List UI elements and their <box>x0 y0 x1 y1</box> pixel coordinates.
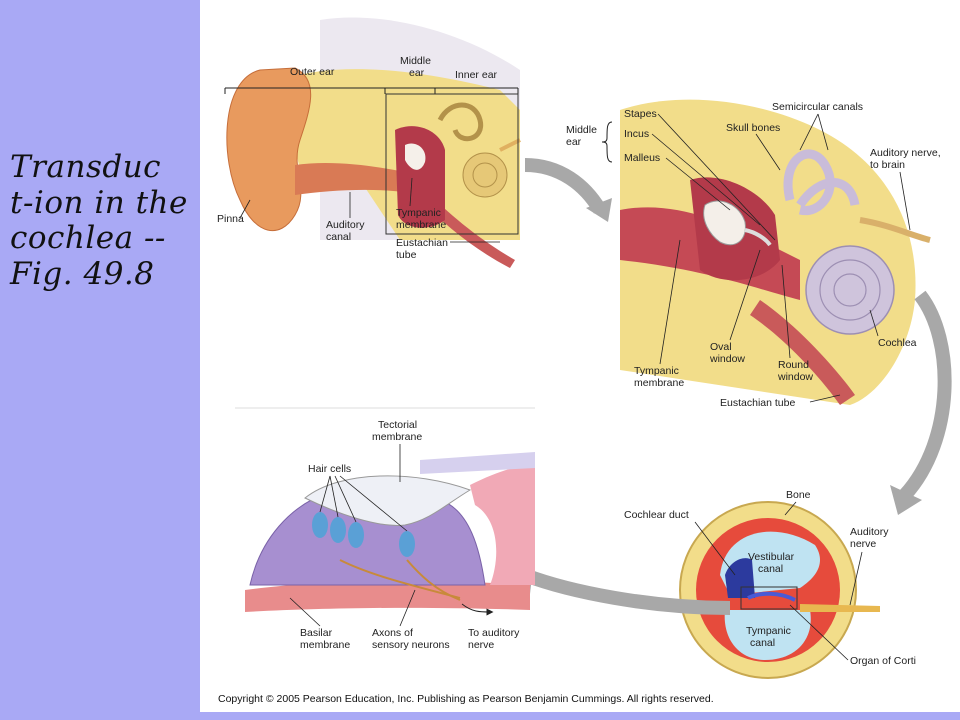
basilar-membrane-shape <box>245 580 530 612</box>
axon-lines <box>339 559 461 599</box>
label-malleus: Malleus <box>624 152 660 164</box>
slide-title-line: Fig. 49.8 <box>10 255 155 292</box>
outer-ear-panel: Outer ear Middle ear Inner ear Pinna Aud… <box>217 17 521 268</box>
ossicles-shape <box>405 143 426 170</box>
label-auditory-nerve-3: nerve <box>850 538 876 550</box>
tectorial-membrane-shape <box>304 475 472 526</box>
label-outer-ear: Outer ear <box>290 66 335 78</box>
label-skull-bones: Skull bones <box>726 122 780 134</box>
ossicle-chain <box>703 200 746 246</box>
auditory-nerve-cross <box>800 604 880 612</box>
label-basilar-membrane: Basilar <box>300 627 333 639</box>
auditory-canal-shape <box>295 162 405 195</box>
pinna-shape <box>226 67 312 232</box>
cochlea-cross-section-panel: Bone Cochlear duct Auditory nerve Vestib… <box>624 489 916 679</box>
slide-title-line: t-ion in the <box>10 184 188 221</box>
slide-title: Transduc t-ion in the cochlea -- Fig. 49… <box>10 149 195 293</box>
organ-inset-box <box>740 586 798 610</box>
figure-canvas: Outer ear Middle ear Inner ear Pinna Aud… <box>200 0 960 712</box>
flow-arrow-2 <box>899 290 952 500</box>
label-vestibular-canal: Vestibular <box>748 551 795 563</box>
hair-cell <box>312 512 328 538</box>
label-cochlear-duct: Cochlear duct <box>624 509 689 521</box>
middle-ear-panel: Middle ear Stapes Incus Malleus Skull bo… <box>566 99 941 409</box>
middle-ear-brace <box>601 121 613 163</box>
label-axons: sensory neurons <box>372 639 450 651</box>
flow-arrow-2-head <box>890 485 922 515</box>
tympanic-canal-shape <box>724 610 811 660</box>
label-tympanic-canal: canal <box>750 637 775 649</box>
label-oval-window: Oval <box>710 341 732 353</box>
label-auditory-canal: Auditory <box>326 219 365 231</box>
label-middle-ear: ear <box>409 67 425 79</box>
cochlea-small <box>462 152 508 198</box>
label-middle-ear-2: ear <box>566 136 582 148</box>
label-axons: Axons of <box>372 627 413 639</box>
flow-arrow-1-head <box>586 198 612 222</box>
label-eustachian-tube: Eustachian <box>396 237 448 249</box>
auditory-nerve-large <box>859 217 931 243</box>
label-auditory-canal: canal <box>326 231 351 243</box>
to-nerve-arrow <box>461 603 494 616</box>
label-tympanic-membrane-2: membrane <box>634 377 684 389</box>
hair-cell <box>399 531 415 557</box>
label-vestibular-canal: canal <box>758 563 783 575</box>
label-basilar-membrane: membrane <box>300 639 350 651</box>
label-to-auditory-nerve: To auditory <box>468 627 520 639</box>
hair-cell <box>348 522 364 548</box>
slide-title-line: Transduc <box>10 149 162 185</box>
ear-anatomy-figure: Outer ear Middle ear Inner ear Pinna Aud… <box>217 17 952 679</box>
label-stapes: Stapes <box>624 108 657 120</box>
label-tectorial-membrane: membrane <box>372 431 422 443</box>
label-semicircular-canals: Semicircular canals <box>772 101 863 113</box>
flow-arrow-1 <box>524 158 607 214</box>
label-to-auditory-nerve: nerve <box>468 639 494 651</box>
label-organ-of-corti: Organ of Corti <box>850 655 916 667</box>
spiral-ligament <box>470 465 535 585</box>
label-auditory-nerve-3: Auditory <box>850 526 889 538</box>
label-eustachian-tube: tube <box>396 249 417 261</box>
flow-arrow-3 <box>522 568 731 615</box>
label-round-window: Round <box>778 359 809 371</box>
copyright-notice: Copyright © 2005 Pearson Education, Inc.… <box>218 693 714 705</box>
label-tympanic-canal: Tympanic <box>746 625 791 637</box>
label-tympanic-membrane: Tympanic <box>396 207 441 219</box>
eustachian-tube-large <box>750 300 855 405</box>
inset-box <box>385 93 519 235</box>
cochlea-large <box>805 245 895 335</box>
semicircular-canals-small <box>437 102 484 142</box>
cochlear-duct-shape <box>725 558 755 598</box>
label-middle-ear-2: Middle <box>566 124 597 136</box>
semicircular-canals-large <box>783 149 835 216</box>
label-middle-ear: Middle <box>400 55 431 67</box>
label-tectorial-membrane: Tectorial <box>378 419 417 431</box>
organ-of-corti-panel: Tectorial membrane Hair cells Basilar me… <box>235 407 535 651</box>
label-auditory-nerve: to brain <box>870 159 905 171</box>
label-cochlea: Cochlea <box>878 337 917 349</box>
label-oval-window: window <box>709 353 745 365</box>
label-round-window: window <box>777 371 813 383</box>
label-tympanic-membrane: membrane <box>396 219 446 231</box>
label-auditory-nerve: Auditory nerve, <box>870 147 941 159</box>
label-hair-cells: Hair cells <box>308 463 351 475</box>
sidebar: Transduc t-ion in the cochlea -- Fig. 49… <box>0 0 200 720</box>
label-tympanic-membrane-2: Tympanic <box>634 365 679 377</box>
hair-cell <box>330 517 346 543</box>
label-eustachian-tube-2: Eustachian tube <box>720 397 795 409</box>
slide-title-line: cochlea -- <box>10 220 166 257</box>
label-inner-ear: Inner ear <box>455 69 498 81</box>
label-pinna: Pinna <box>217 213 244 225</box>
label-bone: Bone <box>786 489 811 501</box>
label-incus: Incus <box>624 128 649 140</box>
bottom-strip <box>200 712 960 720</box>
